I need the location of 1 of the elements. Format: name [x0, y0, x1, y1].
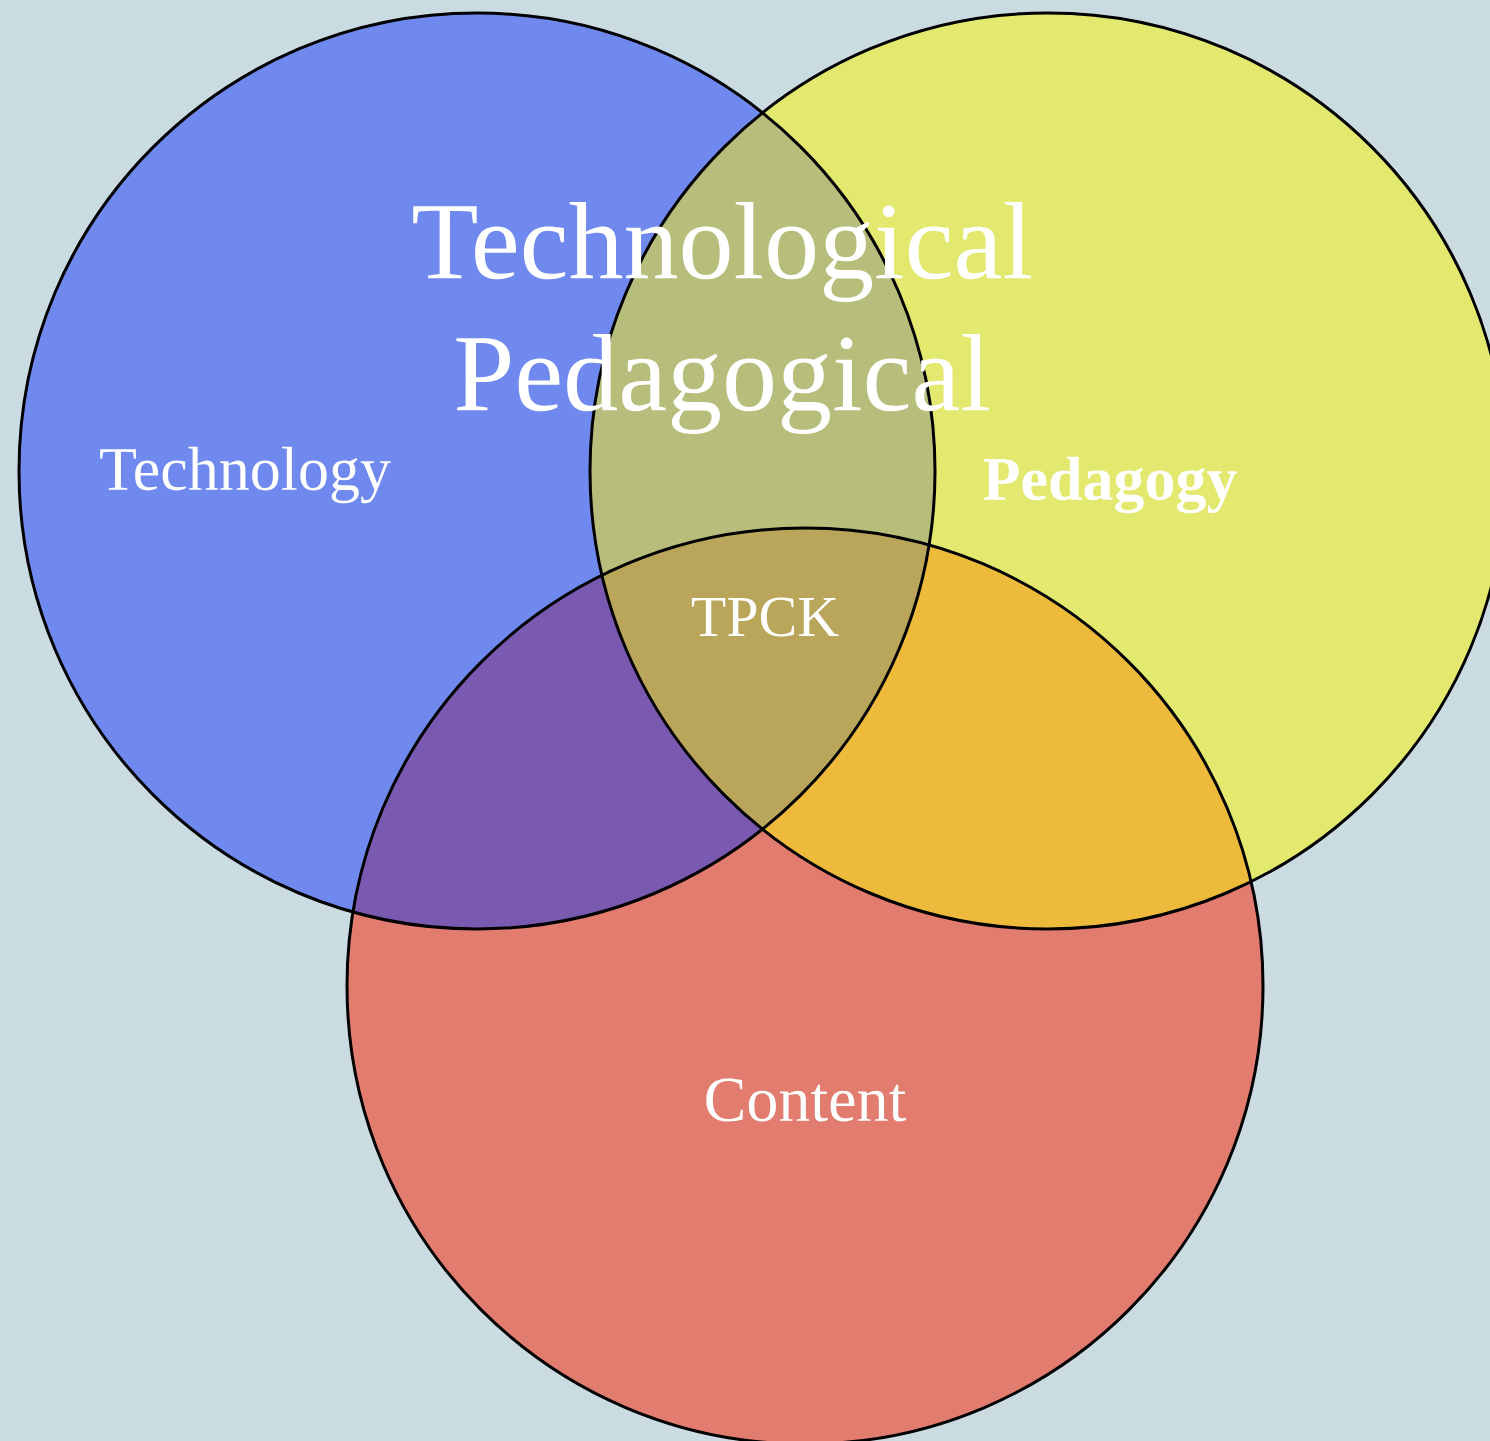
region-label: TPCK [691, 597, 839, 637]
